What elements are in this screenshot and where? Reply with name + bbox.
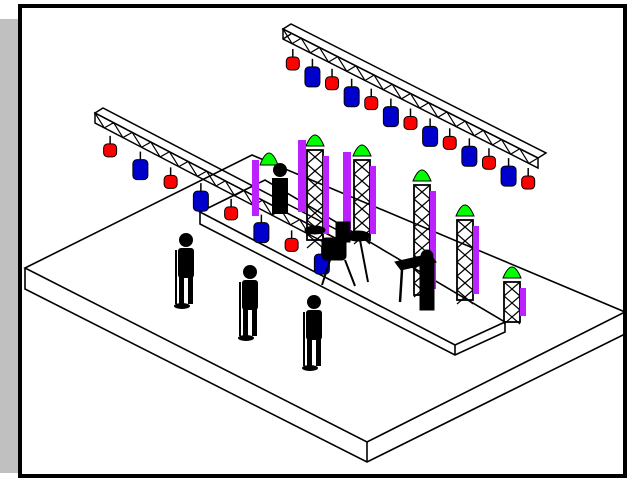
rear-truss-light-row [285,48,536,190]
red-light-fixture [481,148,496,170]
red-light-fixture [403,108,418,130]
blue-light-fixture [343,78,360,108]
red-light-fixture [285,48,300,71]
blue-light-fixture [132,151,149,181]
drop-shadow [0,19,18,473]
red-light-fixture [163,167,178,189]
green-head-light [502,266,522,279]
green-head-light [352,144,372,157]
blue-light-fixture [500,158,517,187]
performer-figure [238,265,258,341]
green-head-light [412,169,432,182]
blue-light-fixture [192,183,209,212]
performer-figure [302,295,322,371]
performer-figures [174,233,322,371]
green-head-light [305,134,325,147]
blue-light-fixture [304,58,321,88]
back-musician [272,163,288,214]
main-stage-platform [23,154,627,463]
red-light-fixture [521,168,536,190]
purple-uplight [430,191,436,289]
drum-kit [304,221,371,287]
keyboard [394,249,437,311]
purple-uplight [370,166,376,234]
light-tower [455,204,479,305]
red-light-fixture [442,128,457,150]
red-light-fixture [224,198,239,221]
blue-light-fixture [461,138,478,167]
red-light-fixture [325,68,340,91]
blue-light-fixture [422,118,439,147]
purple-uplight [473,226,479,294]
red-light-fixture [103,135,118,158]
left-truss-light-row [103,135,330,275]
performer-figure [174,233,194,309]
red-light-fixture [284,230,299,252]
light-tower [352,144,376,245]
blue-light-fixture [382,98,399,128]
rear-overhead-truss [281,23,548,170]
vertical-light-towers [252,134,526,325]
light-tower [502,266,526,325]
blue-light-fixture [253,214,270,244]
red-light-fixture [364,88,379,111]
purple-uplight [520,288,526,316]
purple-uplight [323,156,329,234]
green-head-light [455,204,475,217]
light-tower [252,140,351,232]
